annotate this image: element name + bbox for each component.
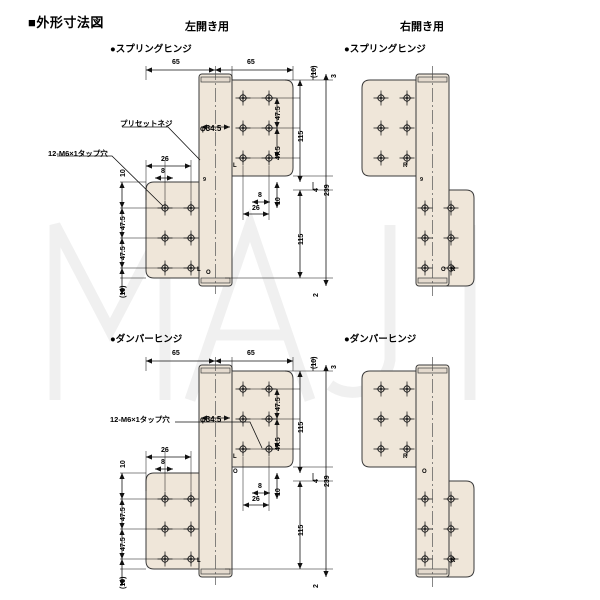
marker-knuckle-lower-r: O xyxy=(441,267,446,273)
dimension-inner-left-d xyxy=(146,454,191,472)
dim-right-115-upper: 115 xyxy=(298,130,305,142)
assembly-damper-hinge-left xyxy=(119,357,333,586)
marker-left-upper: L xyxy=(233,163,237,169)
note-tap-hole-d: 12-M6×1タップ穴 xyxy=(110,415,170,424)
marker-knuckle-small: 9 xyxy=(203,177,207,183)
marker-right-lower-d: R xyxy=(451,558,456,564)
dimension-inner-right-ext-d xyxy=(242,457,270,511)
dim-right-47-5-a-d: 47.5 xyxy=(275,397,282,411)
assembly-spring-hinge-right xyxy=(361,66,475,296)
dim-top-10-paren: (10) xyxy=(311,65,318,78)
dim-inner-26-right: 26 xyxy=(252,205,260,212)
section-heading-spring-hinge-right: ●スプリングヒンジ xyxy=(344,44,426,55)
dim-top-right-65-d: 65 xyxy=(247,350,255,357)
dimension-inner-left xyxy=(146,163,191,181)
marker-right-upper-d: R xyxy=(403,454,408,460)
section-heading-damper-hinge-left: ●ダンパーヒンジ xyxy=(110,334,183,345)
column-heading-left-open: 左開き用 xyxy=(185,21,229,33)
dim-top-left-65-d: 65 xyxy=(172,350,180,357)
dimension-inner-right xyxy=(243,199,270,217)
dimension-inner-left-ext-d xyxy=(145,451,192,491)
marker-right-lower: R xyxy=(451,267,456,273)
extension-lines xyxy=(120,66,300,279)
leader-lines xyxy=(57,126,201,207)
dim-right-4: 4 xyxy=(313,188,320,192)
dimension-inner-left-ext xyxy=(145,160,192,200)
dimension-right-stack-d xyxy=(274,357,329,577)
dim-right-115-lower-d: 115 xyxy=(298,524,305,536)
dim-left-10-paren-d: (10) xyxy=(120,576,127,589)
dim-right-115-lower: 115 xyxy=(298,233,305,245)
dim-top-3-d: 3 xyxy=(331,365,338,369)
hinge-knuckle-r xyxy=(415,66,450,296)
dim-left-10: 10 xyxy=(120,169,127,177)
note-preset-screw: プリセットネジ xyxy=(120,119,173,128)
assembly-spring-hinge-left xyxy=(57,66,333,295)
dimension-inner-right-ext xyxy=(242,166,270,220)
dim-right-239-d: 239 xyxy=(324,475,331,487)
dim-top-left-65: 65 xyxy=(172,59,180,66)
dim-inner-8-right-d: 8 xyxy=(258,483,262,490)
marker-right-upper: R xyxy=(403,163,408,169)
dimension-right-ext-d xyxy=(225,370,333,570)
dim-right-47-5-b: 47.5 xyxy=(275,146,282,160)
dim-right-4-d: 4 xyxy=(313,479,320,483)
dim-right-239: 239 xyxy=(324,184,331,196)
dim-right-115-upper-d: 115 xyxy=(298,421,305,433)
dim-right-47-5-b-d: 47.5 xyxy=(275,437,282,451)
marker-left-lower-d: L xyxy=(197,558,201,564)
dimension-right-stack xyxy=(274,66,329,286)
dimension-inner-right-d xyxy=(243,490,270,508)
column-heading-right-open: 右開き用 xyxy=(400,21,444,33)
diameter-label-d: φ34.5 xyxy=(200,415,222,424)
dim-inner-26-right-d: 26 xyxy=(252,496,260,503)
section-heading-spring-hinge-left: ●スプリングヒンジ xyxy=(110,44,192,55)
hinge-knuckle-rd xyxy=(415,357,450,587)
marker-knuckle-lower: O xyxy=(206,270,211,276)
leader-lines-d xyxy=(175,421,263,449)
dim-left-47-5-a: 47.5 xyxy=(120,216,127,230)
dim-left-47-5-b-d: 47.5 xyxy=(120,537,127,551)
diameter-label: φ34.5 xyxy=(200,124,222,133)
dim-inner-26-left: 26 xyxy=(161,156,169,163)
dim-right-10-d: 10 xyxy=(275,488,282,496)
marker-knuckle-upper-rd: O xyxy=(422,469,427,475)
dim-inner-8-left-d: 8 xyxy=(161,459,165,466)
dim-right-10: 10 xyxy=(275,197,282,205)
dim-inner-8-right: 8 xyxy=(258,192,262,199)
extension-lines-d xyxy=(120,357,300,570)
hinge-knuckle-d xyxy=(198,357,233,585)
page-title: ■外形寸法図 xyxy=(28,15,104,30)
dim-right-2: 2 xyxy=(313,293,320,297)
note-tap-hole: 12-M6×1タップ穴 xyxy=(48,149,108,158)
dim-top-3: 3 xyxy=(331,74,338,78)
dim-left-10-paren: (10) xyxy=(120,285,127,298)
marker-left-upper-d: L xyxy=(233,454,237,460)
dim-inner-26-left-d: 26 xyxy=(161,447,169,454)
dim-top-10-paren-d: (10) xyxy=(311,356,318,369)
section-heading-damper-hinge-right: ●ダンパーヒンジ xyxy=(344,334,417,345)
dim-inner-8-left: 8 xyxy=(161,168,165,175)
dimension-right-ext xyxy=(225,79,333,279)
dim-top-right-65: 65 xyxy=(247,59,255,66)
dim-right-2-d: 2 xyxy=(313,584,320,588)
dim-right-47-5-a: 47.5 xyxy=(275,106,282,120)
marker-knuckle-upper-d: O xyxy=(233,469,238,475)
assembly-damper-hinge-right xyxy=(361,357,475,587)
marker-left-lower: L xyxy=(197,267,201,273)
dim-left-47-5-a-d: 47.5 xyxy=(120,507,127,521)
marker-knuckle-small-r: 9 xyxy=(420,177,424,183)
dim-left-10-d: 10 xyxy=(120,460,127,468)
dim-left-47-5-b: 47.5 xyxy=(120,246,127,260)
